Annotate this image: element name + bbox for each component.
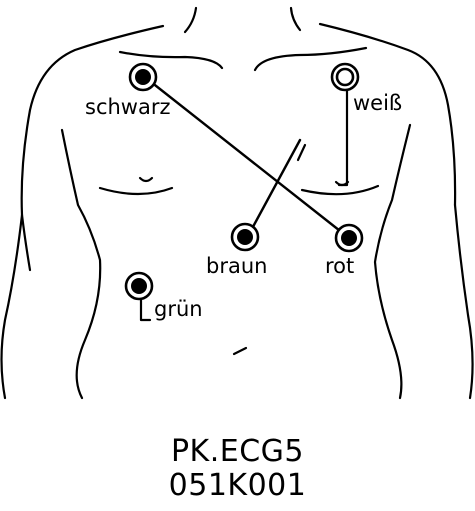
electrode-braun <box>232 224 258 250</box>
part-number: 051K001 <box>0 468 475 503</box>
label-braun: braun <box>206 254 267 278</box>
gruen-bracket <box>141 300 150 320</box>
electrode-weiss-inner <box>337 69 353 85</box>
wire-schwarz-rot <box>146 78 349 238</box>
label-weiss: weiß <box>353 91 402 115</box>
electrode-gruen-dot <box>131 278 147 294</box>
left-waist <box>2 215 23 398</box>
electrode-gruen <box>126 273 152 299</box>
torso-outline <box>2 8 473 398</box>
label-rot: rot <box>325 254 354 278</box>
neck-left <box>185 8 196 32</box>
lead-wires <box>146 78 349 238</box>
electrode-rot-dot <box>341 230 357 246</box>
left-nipple <box>140 178 152 181</box>
electrode-schwarz-dot <box>135 69 151 85</box>
electrode-weiss <box>332 64 358 90</box>
navel <box>234 348 246 354</box>
weiss-bracket <box>339 88 347 185</box>
left-pectoral <box>100 188 172 194</box>
left-arm-inner <box>62 130 100 398</box>
label-schwarz: schwarz <box>85 95 171 119</box>
right-waist <box>455 205 473 398</box>
product-code: PK.ECG5 <box>0 434 475 469</box>
wire-braun <box>248 140 300 236</box>
label-gruen: grün <box>154 297 203 321</box>
electrode-braun-dot <box>237 229 253 245</box>
electrode-schwarz <box>130 64 156 90</box>
electrode-rot <box>336 225 362 251</box>
right-arm-inner <box>375 125 410 398</box>
sternum-mark <box>298 145 305 160</box>
neck-right <box>291 8 300 30</box>
right-pectoral <box>302 186 378 194</box>
